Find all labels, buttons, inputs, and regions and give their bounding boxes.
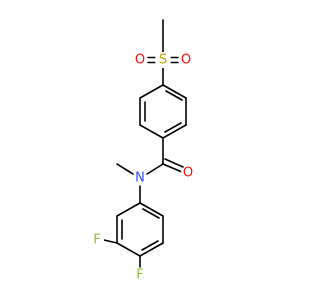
bond-carbonyl-b — [164, 158, 184, 168]
atom-sulfur: S — [155, 52, 171, 68]
ring1-bond-1 — [162, 84, 187, 99]
atom-nitrogen: N — [133, 171, 147, 186]
carbonyl-oxygen-label: O — [183, 166, 193, 181]
bond-carbon-fluorine-upper — [103, 239, 118, 244]
bond-carbonyl-nitrogen — [146, 163, 164, 175]
atom-sulfonyl-oxygen-right: O — [179, 53, 193, 68]
atom-sulfonyl-oxygen-left: O — [133, 53, 147, 68]
ring1-bond-6 — [139, 84, 164, 99]
bond-nitrogen-methyl — [116, 163, 134, 175]
ring2-bond-1 — [139, 202, 164, 217]
bond-carbonyl-a — [162, 163, 183, 173]
ring1-inner-bond-1 — [165, 90, 183, 101]
sulfur-label: S — [159, 53, 167, 68]
bond-layer — [103, 19, 187, 268]
ring1-inner-bond-2 — [164, 122, 182, 133]
ring2-inner-bond-1 — [142, 208, 160, 219]
atom-label-layer: S O O O N F F — [90, 52, 195, 283]
oxygen-label-right: O — [181, 53, 191, 68]
oxygen-label-left: O — [135, 53, 145, 68]
atom-fluorine-upper: F — [90, 233, 104, 248]
atom-carbonyl-oxygen: O — [181, 166, 195, 181]
ring1-bond-3 — [162, 124, 187, 139]
molecule-canvas: S O O O N F F — [90, 19, 195, 283]
structure-diagram: S O O O N F F — [90, 19, 195, 283]
fluorine-label-upper: F — [93, 233, 100, 248]
ring2-bond-4 — [116, 242, 141, 257]
ring1-bond-4 — [139, 124, 164, 139]
nitrogen-label: N — [135, 171, 145, 186]
atom-fluorine-lower: F — [133, 268, 147, 283]
ring2-bond-6 — [116, 202, 141, 217]
ring2-inner-bond-2 — [141, 240, 159, 251]
fluorine-label-lower: F — [136, 268, 143, 283]
ring2-bond-3 — [139, 242, 164, 257]
